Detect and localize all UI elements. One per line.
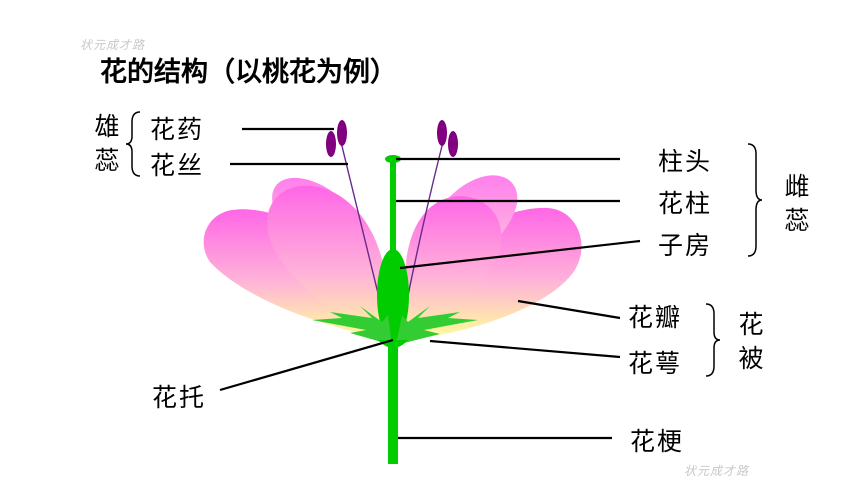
leader-ovary xyxy=(399,239,641,270)
label-style: 花柱 xyxy=(658,189,713,218)
label-filament: 花丝 xyxy=(150,151,205,180)
page-title: 花的结构（以桃花为例） xyxy=(100,57,397,88)
stigma xyxy=(385,155,401,163)
group-pistil-label: 雌蕊 xyxy=(784,172,810,235)
brace-pistil xyxy=(747,143,763,257)
leader-petal xyxy=(517,299,621,320)
leader-receptacle xyxy=(219,338,394,392)
sepal-right xyxy=(396,306,478,345)
label-sepal: 花萼 xyxy=(628,349,683,378)
label-stigma: 柱头 xyxy=(658,147,713,176)
label-anther: 花药 xyxy=(150,115,205,144)
pedicel xyxy=(388,340,398,464)
group-perianth-label: 花被 xyxy=(738,310,764,373)
group-stamen-label: 雄蕊 xyxy=(94,112,120,175)
anther-left-a xyxy=(326,131,336,157)
sepal-left xyxy=(312,306,392,345)
label-ovary: 子房 xyxy=(658,231,713,260)
watermark-bottom: 状元成才路 xyxy=(684,464,750,478)
anther-right-a xyxy=(437,120,447,146)
label-receptacle: 花托 xyxy=(152,383,207,412)
brace-stamen xyxy=(125,111,141,177)
style xyxy=(390,160,396,260)
label-petal: 花瓣 xyxy=(628,303,683,332)
label-pedicel: 花梗 xyxy=(630,427,685,456)
ovary xyxy=(377,249,409,341)
brace-perianth xyxy=(705,303,721,377)
anther-right-b xyxy=(448,131,458,157)
petal-front-right xyxy=(400,196,502,345)
leader-sepal xyxy=(429,339,621,359)
watermark-top: 状元成才路 xyxy=(80,38,146,52)
anther-left-b xyxy=(337,120,347,146)
petal-front-left xyxy=(267,185,395,345)
